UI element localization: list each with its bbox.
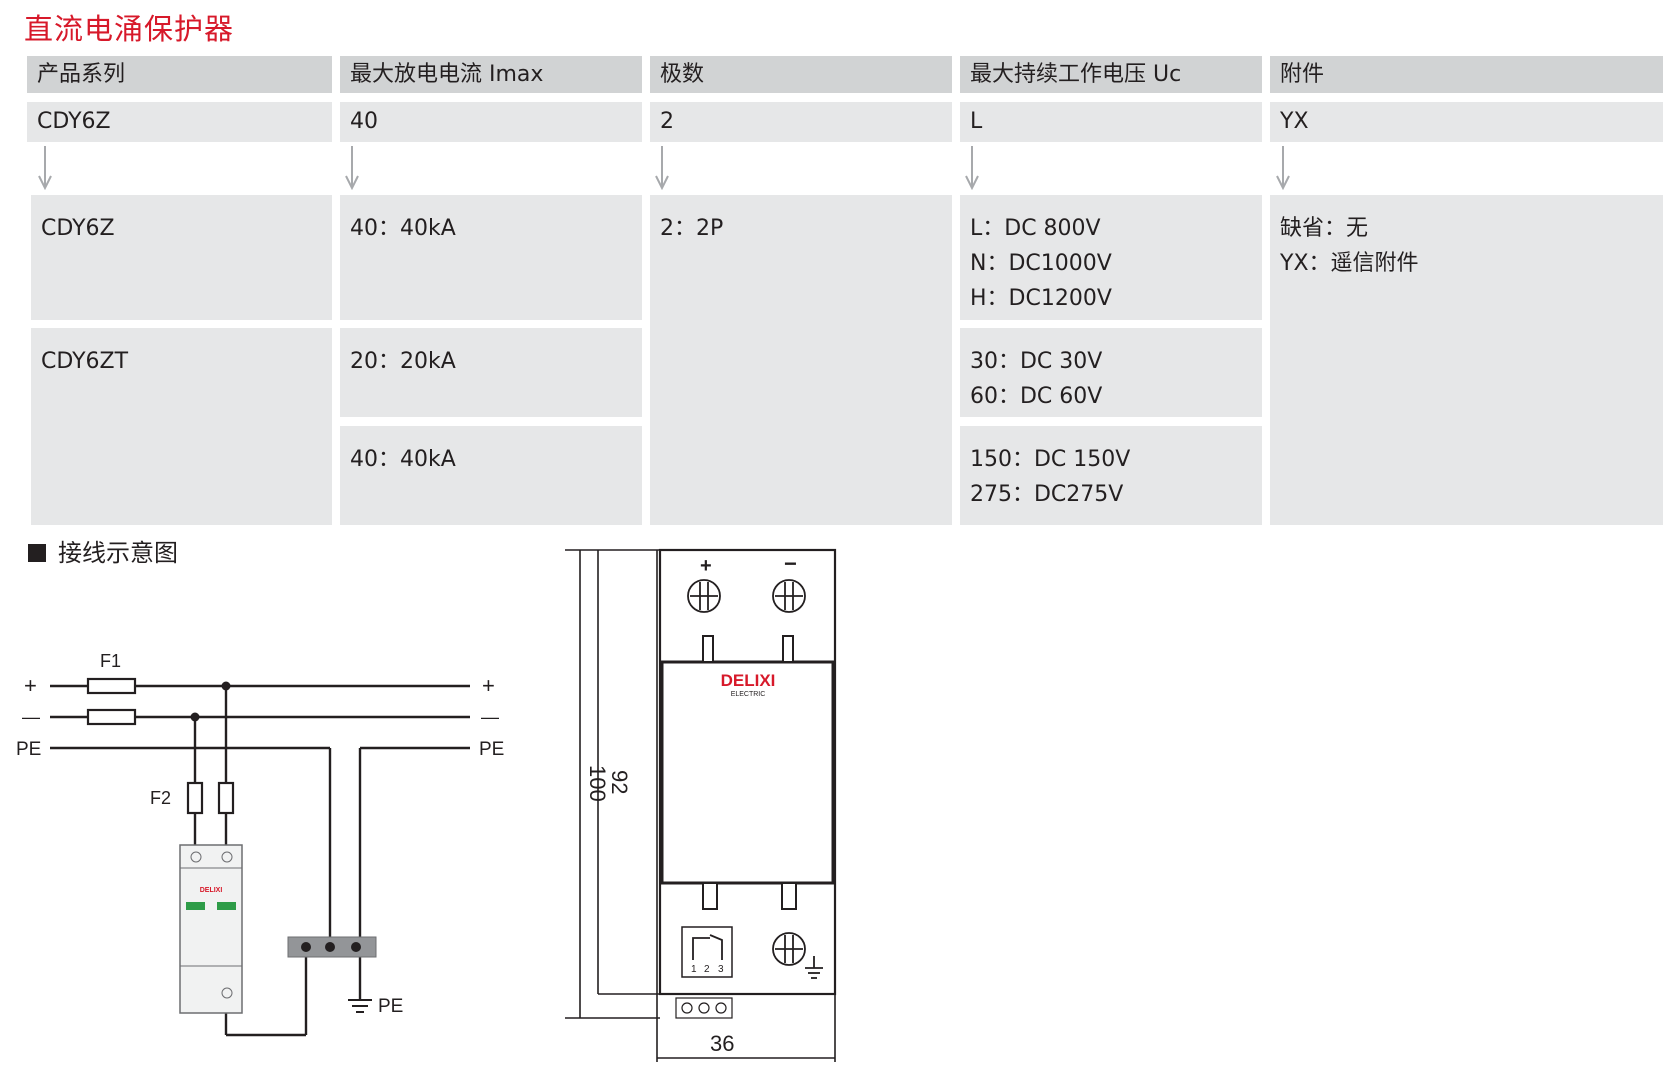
page-title: 直流电涌保护器 <box>24 12 235 46</box>
series-cdy6zt: CDY6ZT <box>31 328 332 525</box>
indicator-green <box>217 902 236 910</box>
dimension-drawing: 1 2 3 DELIXI ELECTRIC + − 36 100 92 <box>565 548 837 1062</box>
down-arrow-icon <box>965 146 979 190</box>
svg-text:—: — <box>481 707 499 727</box>
indicator-green <box>186 902 205 910</box>
series-cdy6z: CDY6Z <box>31 195 332 320</box>
down-arrow-icon <box>655 146 669 190</box>
ground-icon <box>805 956 823 979</box>
header-accessory: 附件 <box>1270 56 1663 93</box>
svg-text:F2: F2 <box>150 788 171 808</box>
header-uc: 最大持续工作电压 Uc <box>960 56 1262 93</box>
svg-text:−: − <box>784 551 797 576</box>
down-arrow-icon <box>38 146 52 190</box>
svg-text:2: 2 <box>704 964 710 975</box>
svg-text:+: + <box>482 673 495 698</box>
wiring-diagram: DELIXI + — PE + — PE F1 F2 PE <box>16 651 504 1037</box>
down-arrow-icon <box>345 146 359 190</box>
svg-text:36: 36 <box>710 1031 734 1056</box>
svg-text:DELIXI: DELIXI <box>200 887 223 894</box>
spd-module <box>179 844 243 1014</box>
example-series: CDY6Z <box>27 102 332 142</box>
svg-text:F1: F1 <box>100 651 121 671</box>
svg-text:—: — <box>22 707 40 727</box>
terminal-screw-icon <box>772 932 806 966</box>
svg-text:DELIXI: DELIXI <box>721 671 776 690</box>
fuse-f2-minus <box>186 781 204 815</box>
svg-text:ELECTRIC: ELECTRIC <box>731 691 766 698</box>
svg-text:100: 100 <box>585 765 610 802</box>
fuse-f1-plus <box>86 677 137 695</box>
imax-cdy6zt-b: 40：40kA <box>340 426 642 525</box>
uc-cdy6z: L：DC 800V N：DC1000V H：DC1200V <box>960 195 1262 320</box>
fuse-f1-minus <box>86 708 137 726</box>
svg-text:PE: PE <box>479 739 504 760</box>
svg-text:PE: PE <box>16 739 41 760</box>
uc-cdy6zt-b: 150：DC 150V 275：DC275V <box>960 426 1262 525</box>
bullet-square-icon <box>28 544 46 562</box>
imax-cdy6zt-a: 20：20kA <box>340 328 642 417</box>
svg-text:PE: PE <box>378 996 403 1017</box>
example-imax: 40 <box>340 102 642 142</box>
header-poles: 极数 <box>650 56 952 93</box>
imax-cdy6z: 40：40kA <box>340 195 642 320</box>
wiring-section-title: 接线示意图 <box>28 533 178 568</box>
svg-text:92: 92 <box>607 770 632 794</box>
terminal-screw-icon <box>772 579 806 613</box>
ground-icon <box>348 999 372 1013</box>
svg-text:1: 1 <box>691 964 697 975</box>
header-series: 产品系列 <box>27 56 332 93</box>
uc-cdy6zt-a: 30：DC 30V 60：DC 60V <box>960 328 1262 417</box>
accessory-options: 缺省：无 YX：遥信附件 <box>1270 195 1663 525</box>
example-accessory: YX <box>1270 102 1663 142</box>
svg-text:+: + <box>700 555 712 577</box>
svg-text:3: 3 <box>718 964 724 975</box>
terminal-screw-icon <box>687 579 721 613</box>
example-uc: L <box>960 102 1262 142</box>
device-front-panel <box>660 660 835 885</box>
signal-connector <box>675 997 733 1019</box>
remote-signal-contact <box>681 926 733 978</box>
example-poles: 2 <box>650 102 952 142</box>
down-arrow-icon <box>1276 146 1290 190</box>
svg-text:+: + <box>24 673 37 698</box>
fuse-f2-plus <box>217 781 235 815</box>
poles-options: 2：2P <box>650 195 952 525</box>
header-imax: 最大放电电流 Imax <box>340 56 642 93</box>
